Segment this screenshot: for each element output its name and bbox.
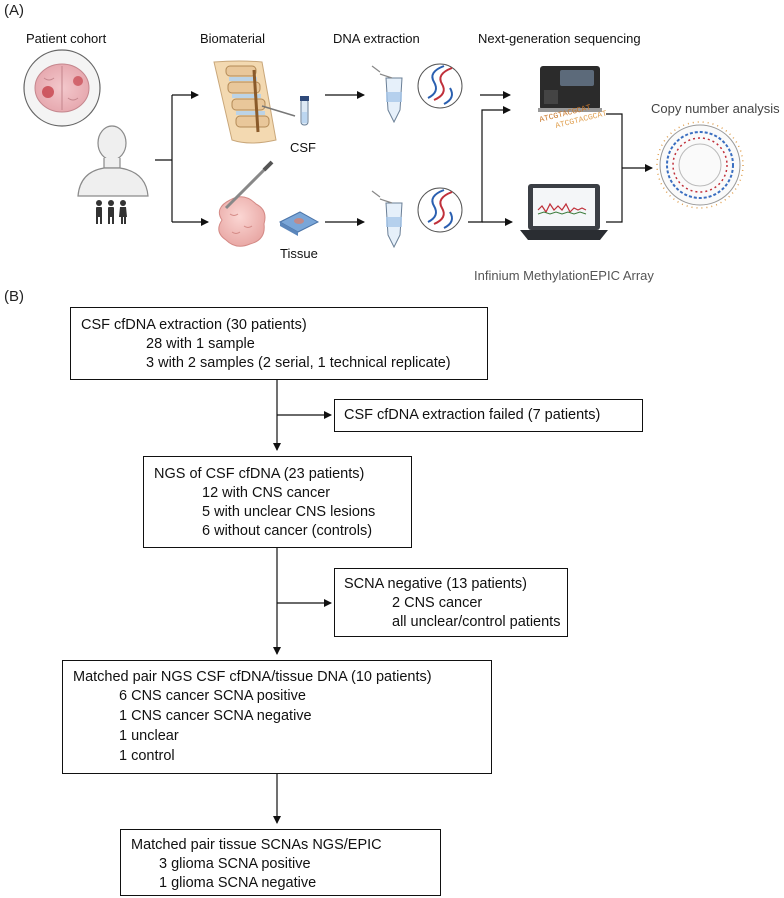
circos-plot-icon [656, 121, 744, 209]
box-title: CSF cfDNA extraction (30 patients) [81, 317, 307, 333]
patient-icon [77, 125, 149, 197]
cohort-fork-line [155, 95, 173, 222]
label-methylation-array: Infinium MethylationEPIC Array [474, 268, 654, 283]
panel-b-label: (B) [4, 288, 24, 305]
tissue-cassette-icon [278, 211, 320, 236]
header-ngs: Next-generation sequencing [478, 31, 641, 46]
box-line: all unclear/control patients [392, 614, 561, 630]
box-line: 28 with 1 sample [146, 336, 255, 352]
spine-icon [213, 60, 296, 144]
dna-helix-bottom-icon [417, 187, 463, 233]
box-line: 6 without cancer (controls) [202, 523, 373, 539]
header-biomaterial: Biomaterial [200, 31, 266, 46]
box-title: NGS of CSF cfDNA (23 patients) [154, 466, 365, 482]
arrow-bottom-to-sequencer [468, 106, 511, 223]
box-matched-pair-ngs: Matched pair NGS CSF cfDNA/tissue DNA (1… [62, 660, 492, 774]
panel-b-connectors [273, 380, 332, 824]
box-line: 3 glioma SCNA positive [159, 856, 311, 872]
box-matched-pair-tissue: Matched pair tissue SCNAs NGS/EPIC 3 gli… [120, 829, 441, 896]
merge-line [606, 113, 623, 223]
box-title: SCNA negative (13 patients) [344, 576, 527, 592]
label-tissue: Tissue [280, 246, 318, 261]
brain-scan-icon [23, 49, 101, 127]
box-line: 1 CNS cancer SCNA negative [119, 708, 312, 724]
box-title: Matched pair tissue SCNAs NGS/EPIC [131, 837, 382, 853]
dna-helix-top-icon [417, 63, 463, 109]
label-csf: CSF [290, 140, 316, 155]
box-line: 1 control [119, 748, 175, 764]
header-patient-cohort: Patient cohort [26, 31, 107, 46]
extraction-tube-bottom-icon [371, 190, 403, 249]
sequencer-icon [538, 66, 602, 112]
box-title: CSF cfDNA extraction failed (7 patients) [344, 407, 601, 423]
box-line: 12 with CNS cancer [202, 485, 331, 501]
tissue-sample-icon [218, 160, 274, 247]
box-line: 5 with unclear CNS lesions [202, 504, 376, 520]
box-line: 2 CNS cancer [392, 595, 483, 611]
csf-tube-icon [300, 96, 309, 126]
box-cfdna-extraction: CSF cfDNA extraction (30 patients) 28 wi… [70, 307, 488, 380]
box-line: 6 CNS cancer SCNA positive [119, 688, 306, 704]
box-ngs-cfdna: NGS of CSF cfDNA (23 patients) 12 with C… [143, 456, 412, 548]
panel-a-label: (A) [4, 2, 24, 19]
box-line: 3 with 2 samples (2 serial, 1 technical … [146, 355, 451, 371]
extraction-tube-top-icon [371, 65, 403, 124]
box-line: 1 unclear [119, 728, 179, 744]
header-dna-extraction: DNA extraction [333, 31, 420, 46]
laptop-icon [520, 184, 608, 240]
box-extraction-failed: CSF cfDNA extraction failed (7 patients) [334, 399, 643, 432]
people-group-icon [96, 200, 127, 224]
box-scna-negative: SCNA negative (13 patients) 2 CNS cancer… [334, 568, 568, 637]
box-title: Matched pair NGS CSF cfDNA/tissue DNA (1… [73, 669, 432, 685]
header-copy-number-analysis: Copy number analysis [651, 101, 780, 116]
box-line: 1 glioma SCNA negative [159, 875, 317, 891]
